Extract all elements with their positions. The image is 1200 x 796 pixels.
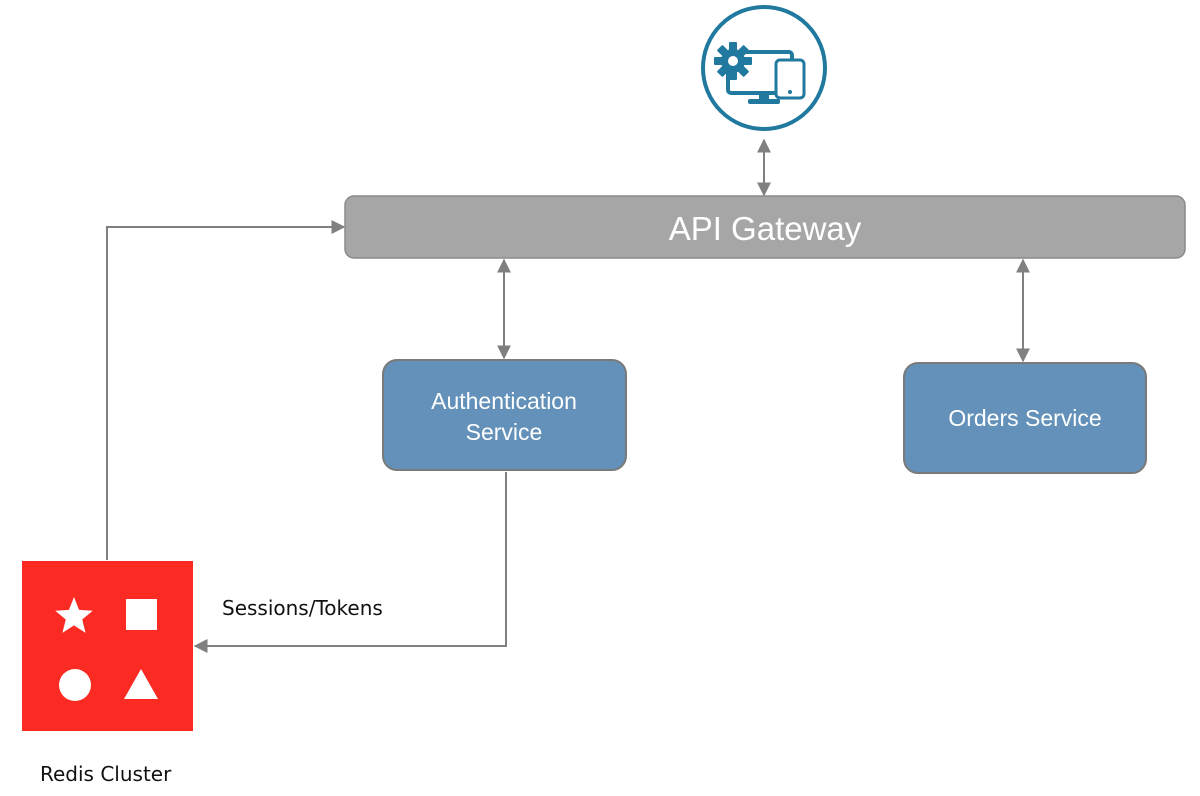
sessions-tokens-label: Sessions/Tokens <box>222 596 383 620</box>
client-devices-icon <box>701 5 827 131</box>
auth-redis-connector <box>193 472 507 653</box>
redis-cluster-node[interactable] <box>22 561 193 731</box>
orders-service-node[interactable]: Orders Service <box>903 362 1147 474</box>
circle-shape <box>59 669 91 701</box>
redis-shapes-icon <box>55 597 158 701</box>
star-shape <box>55 597 93 633</box>
authentication-service-label-line2: Service <box>466 419 543 445</box>
orders-service-label: Orders Service <box>948 405 1101 431</box>
api-gateway-node[interactable]: API Gateway <box>344 195 1186 259</box>
authentication-service-node[interactable]: Authentication Service <box>382 359 627 471</box>
triangle-shape <box>124 669 158 699</box>
authentication-service-label-line1: Authentication <box>431 388 577 414</box>
api-gateway-label: API Gateway <box>669 210 862 247</box>
redis-gateway-connector <box>106 220 346 560</box>
redis-cluster-label: Redis Cluster <box>40 762 172 786</box>
square-shape <box>126 599 157 630</box>
